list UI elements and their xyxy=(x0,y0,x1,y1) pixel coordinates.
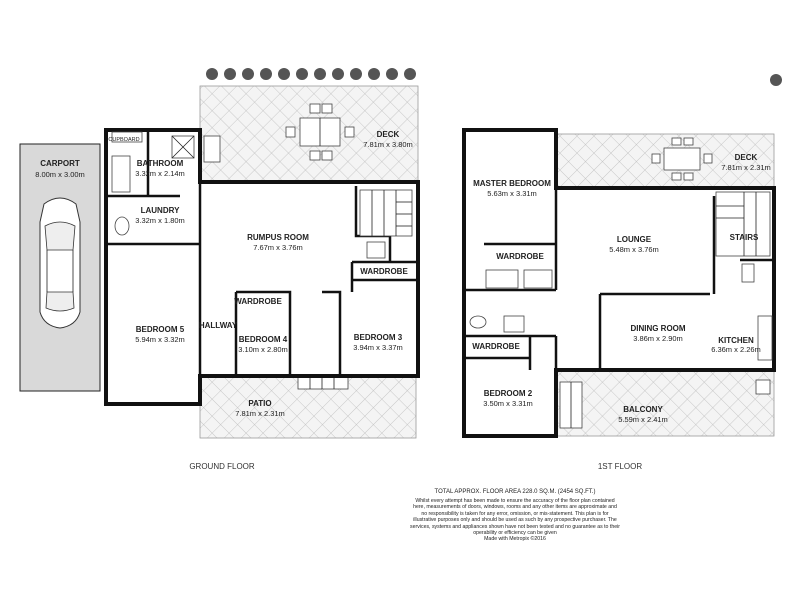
carport-dims: 8.00m x 3.00m xyxy=(35,170,85,179)
master-dims: 5.63m x 3.31m xyxy=(487,189,537,198)
ground-floor-caption: GROUND FLOOR xyxy=(189,462,255,471)
first-vanity-icon xyxy=(503,315,525,333)
bedroom4-label: BEDROOM 4 xyxy=(239,335,288,344)
balcony-dims: 5.59m x 2.41m xyxy=(618,415,668,424)
lounge-label: LOUNGE xyxy=(617,235,652,244)
first-deck-table-icon xyxy=(651,137,713,181)
hallway-label: HALLWAY xyxy=(199,321,238,330)
patio-dims: 7.81m x 2.31m xyxy=(235,409,285,418)
bedroom5-label: BEDROOM 5 xyxy=(136,325,185,334)
balcony-label: BALCONY xyxy=(623,405,663,414)
carport-label: CARPORT xyxy=(40,159,80,168)
bedroom4-dims: 3.10m x 2.80m xyxy=(238,345,288,354)
bedroom3-dims: 3.94m x 3.37m xyxy=(353,343,403,352)
deck-dims: 7.81m x 3.80m xyxy=(363,140,413,149)
first-stairs xyxy=(715,191,771,257)
wardrobe-ff-b2-label: WARDROBE xyxy=(472,342,520,351)
first-floor-caption: 1ST FLOOR xyxy=(598,462,643,471)
wardrobe-gf-right-label: WARDROBE xyxy=(360,267,408,276)
laundry-dims: 3.32m x 1.80m xyxy=(135,216,185,225)
dining-dims: 3.86m x 2.90m xyxy=(633,334,683,343)
lounge-dims: 5.48m x 3.76m xyxy=(609,245,659,254)
bedroom2-dims: 3.50m x 3.31m xyxy=(483,399,533,408)
patio-label: PATIO xyxy=(248,399,271,408)
stove-icon xyxy=(741,263,755,283)
wardrobe-gf-b4-label: WARDROBE xyxy=(234,297,282,306)
master-label: MASTER BEDROOM xyxy=(473,179,551,188)
deck1-label: DECK xyxy=(735,153,758,162)
first-bathtub-icon xyxy=(485,269,519,289)
wardrobe-ff-master-label: WARDROBE xyxy=(496,252,544,261)
first-toilet-icon xyxy=(469,315,487,329)
cupboard-shelf xyxy=(111,131,143,143)
total-floor-area: TOTAL APPROX. FLOOR AREA 228.0 SQ.M. (24… xyxy=(434,489,596,495)
toilet-icon xyxy=(114,216,130,236)
first-floor-plan: MASTER BEDROOM 5.63m x 3.31m DECK 7.81m … xyxy=(462,128,776,471)
car-icon xyxy=(39,197,81,329)
ground-floor-outer-wall xyxy=(104,128,420,406)
ground-stairs xyxy=(359,189,413,237)
stairs-label: STAIRS xyxy=(730,233,759,242)
kitchen-dims: 6.36m x 2.26m xyxy=(711,345,761,354)
bathtub-icon xyxy=(111,155,131,193)
bedroom2-label: BEDROOM 2 xyxy=(484,389,533,398)
rumpus-label: RUMPUS ROOM xyxy=(247,233,309,242)
credit-text: Made with Metropix ©2016 xyxy=(484,536,546,542)
vanity-icon xyxy=(203,135,221,163)
bedroom5-dims: 5.94m x 3.32m xyxy=(135,335,185,344)
first-floor-outer-wall xyxy=(462,128,776,438)
cooktop-icon xyxy=(755,379,771,395)
disclaimer-text: Whilst every attempt has been made to en… xyxy=(410,498,620,537)
kitchen-label: KITCHEN xyxy=(718,336,754,345)
stair-cupboard xyxy=(366,241,386,259)
cupboard-label: CUPBOARD xyxy=(108,137,139,143)
ground-floor-plan: CARPORT 8.00m x 3.00m BATHROOM 3.32m x 2… xyxy=(19,68,782,471)
outdoor-table-icon xyxy=(285,103,355,161)
deck1-dims: 7.81m x 2.31m xyxy=(721,163,771,172)
bathroom-label: BATHROOM xyxy=(137,159,184,168)
dining-label: DINING ROOM xyxy=(630,324,685,333)
deck-label: DECK xyxy=(377,130,400,139)
bathroom-dims: 3.32m x 2.14m xyxy=(135,169,185,178)
bedroom3-label: BEDROOM 3 xyxy=(354,333,403,342)
balcony-area xyxy=(555,369,775,437)
plant-icons xyxy=(206,68,782,86)
rumpus-dims: 7.67m x 3.76m xyxy=(253,243,303,252)
laundry-label: LAUNDRY xyxy=(141,206,180,215)
sink-icon xyxy=(757,315,773,361)
first-shower-icon xyxy=(523,269,553,289)
